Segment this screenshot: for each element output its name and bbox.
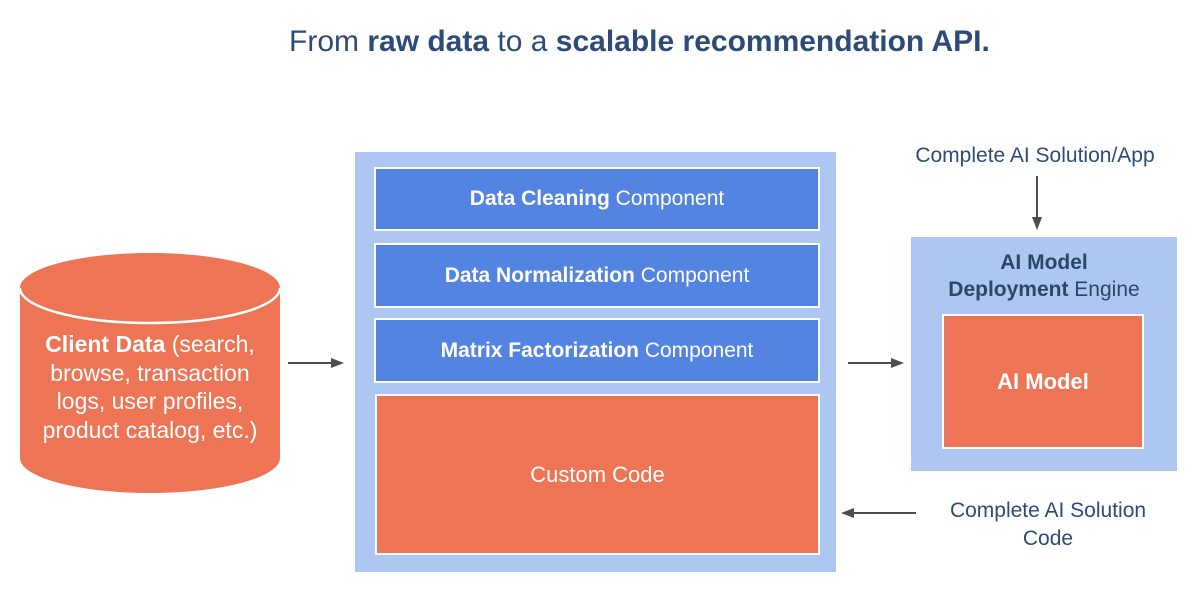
title-segment-bold: raw data bbox=[367, 25, 490, 58]
arrow-left-icon bbox=[841, 508, 916, 518]
client-data-label: Client Data (search, browse, transaction… bbox=[20, 330, 280, 444]
deployment-engine-container: AI Model Deployment Engine AI Model bbox=[911, 237, 1177, 471]
client-data-line: product catalog, etc.) bbox=[42, 416, 258, 443]
ai-model-box: AI Model bbox=[942, 314, 1144, 449]
ai-model-label: AI Model bbox=[997, 368, 1089, 394]
complete-ai-solution-app-label: Complete AI Solution/App bbox=[915, 144, 1155, 167]
component-label-rest: Component bbox=[634, 263, 750, 287]
deployment-title-rest: Engine bbox=[1068, 278, 1140, 301]
page-title: From raw data to a scalable recommendati… bbox=[289, 25, 990, 59]
component-label-rest: Component bbox=[638, 338, 754, 362]
component-label: Data Normalization Component bbox=[445, 264, 750, 288]
arrow-right-icon bbox=[848, 358, 904, 368]
client-data-line: logs, user profiles, bbox=[56, 388, 244, 414]
component-label-bold: Matrix Factorization bbox=[440, 338, 639, 362]
component-bar-data-cleaning: Data Cleaning Component bbox=[374, 167, 820, 231]
client-data-line: Client Data (search, bbox=[20, 330, 280, 359]
component-label: Data Cleaning Component bbox=[470, 187, 724, 211]
title-segment: to a bbox=[489, 25, 556, 58]
client-data-line: browse, transaction bbox=[50, 359, 250, 386]
client-data-rest: (search, bbox=[165, 331, 255, 357]
component-bar-data-normalization: Data Normalization Component bbox=[374, 243, 820, 308]
pipeline-container: Data Cleaning Component Data Normalizati… bbox=[355, 152, 836, 572]
arrow-down-icon bbox=[1032, 176, 1042, 230]
arrow-right-icon bbox=[288, 358, 344, 368]
component-label: Matrix Factorization Component bbox=[441, 339, 754, 363]
deployment-engine-title: AI Model Deployment Engine bbox=[911, 249, 1177, 303]
custom-code-label: Custom Code bbox=[530, 461, 665, 487]
database-cylinder-icon bbox=[20, 253, 280, 493]
deployment-title-bold: Deployment bbox=[948, 278, 1069, 301]
component-label-bold: Data Normalization bbox=[444, 263, 635, 287]
complete-ai-solution-code-label: Complete AI Solution Code bbox=[920, 497, 1176, 553]
title-segment-bold: scalable recommendation API. bbox=[555, 25, 990, 58]
custom-code-box: Custom Code bbox=[375, 394, 820, 555]
deployment-title-line2: Deployment Engine bbox=[911, 276, 1177, 303]
annotation-line: Code bbox=[1022, 527, 1074, 550]
component-label-rest: Component bbox=[609, 187, 725, 210]
component-label-bold: Data Cleaning bbox=[469, 187, 610, 210]
deployment-title-line1: AI Model bbox=[1000, 251, 1088, 274]
title-segment: From bbox=[289, 25, 368, 58]
client-data-bold: Client Data bbox=[45, 331, 166, 357]
annotation-line: Complete AI Solution bbox=[949, 499, 1147, 522]
component-bar-matrix-factorization: Matrix Factorization Component bbox=[374, 318, 820, 383]
